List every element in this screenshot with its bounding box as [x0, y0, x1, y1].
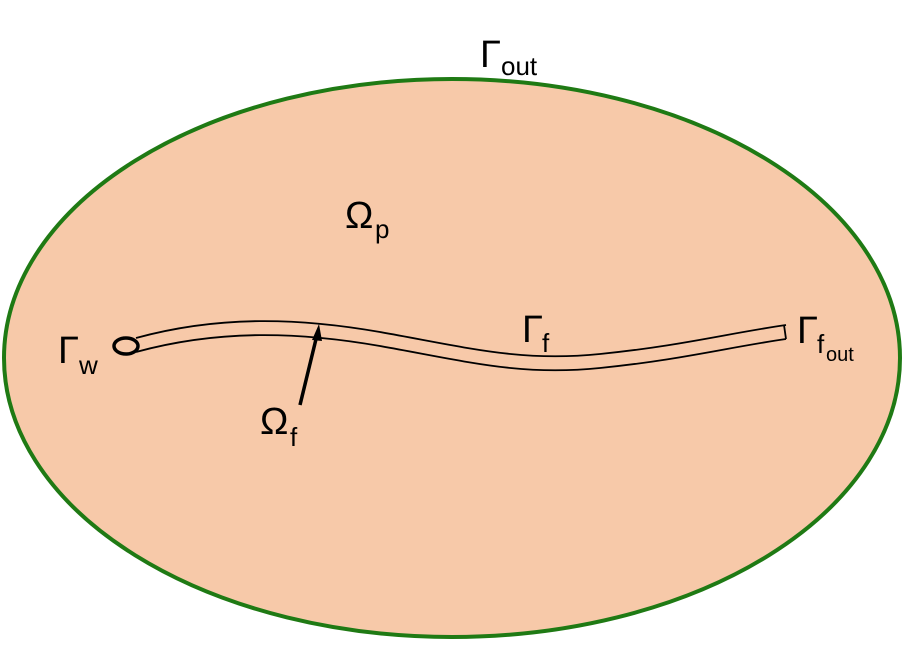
label-omega-p: Ω p [345, 195, 389, 244]
label-gamma-out: Γ out [480, 34, 538, 81]
fracture-outlet-edge [783, 324, 787, 340]
label-gamma-f: Γ f [522, 309, 550, 358]
outer-boundary-gamma-out [2, 77, 902, 639]
label-omega-p-subscript: p [375, 214, 389, 244]
label-gamma-w-subscript: w [78, 350, 98, 380]
label-gamma-out-symbol: Γ [480, 34, 501, 76]
label-gamma-f-out-subsubscript: out [826, 344, 854, 366]
porous-domain-ellipse [4, 79, 900, 637]
label-gamma-w-symbol: Γ [58, 330, 79, 372]
label-omega-p-symbol: Ω [345, 195, 373, 237]
fracture-lower-edge [135, 334, 787, 372]
label-gamma-f-out-subscript: f [817, 329, 825, 359]
fracture-upper-edge [135, 320, 787, 358]
label-gamma-w: Γ w [58, 330, 98, 380]
omega-f-arrow-shaft [298, 334, 319, 406]
omega-f-arrowhead [312, 324, 322, 341]
label-omega-f: Ω f [260, 401, 298, 452]
label-gamma-f-subscript: f [542, 328, 550, 358]
well-oval [112, 336, 140, 356]
label-omega-f-subscript: f [290, 422, 298, 452]
label-gamma-out-subscript: out [501, 51, 538, 81]
label-gamma-f-out: Γ f out [797, 310, 854, 366]
label-gamma-f-out-symbol: Γ [797, 310, 818, 352]
label-omega-f-symbol: Ω [260, 401, 288, 443]
label-gamma-f-symbol: Γ [522, 309, 543, 351]
